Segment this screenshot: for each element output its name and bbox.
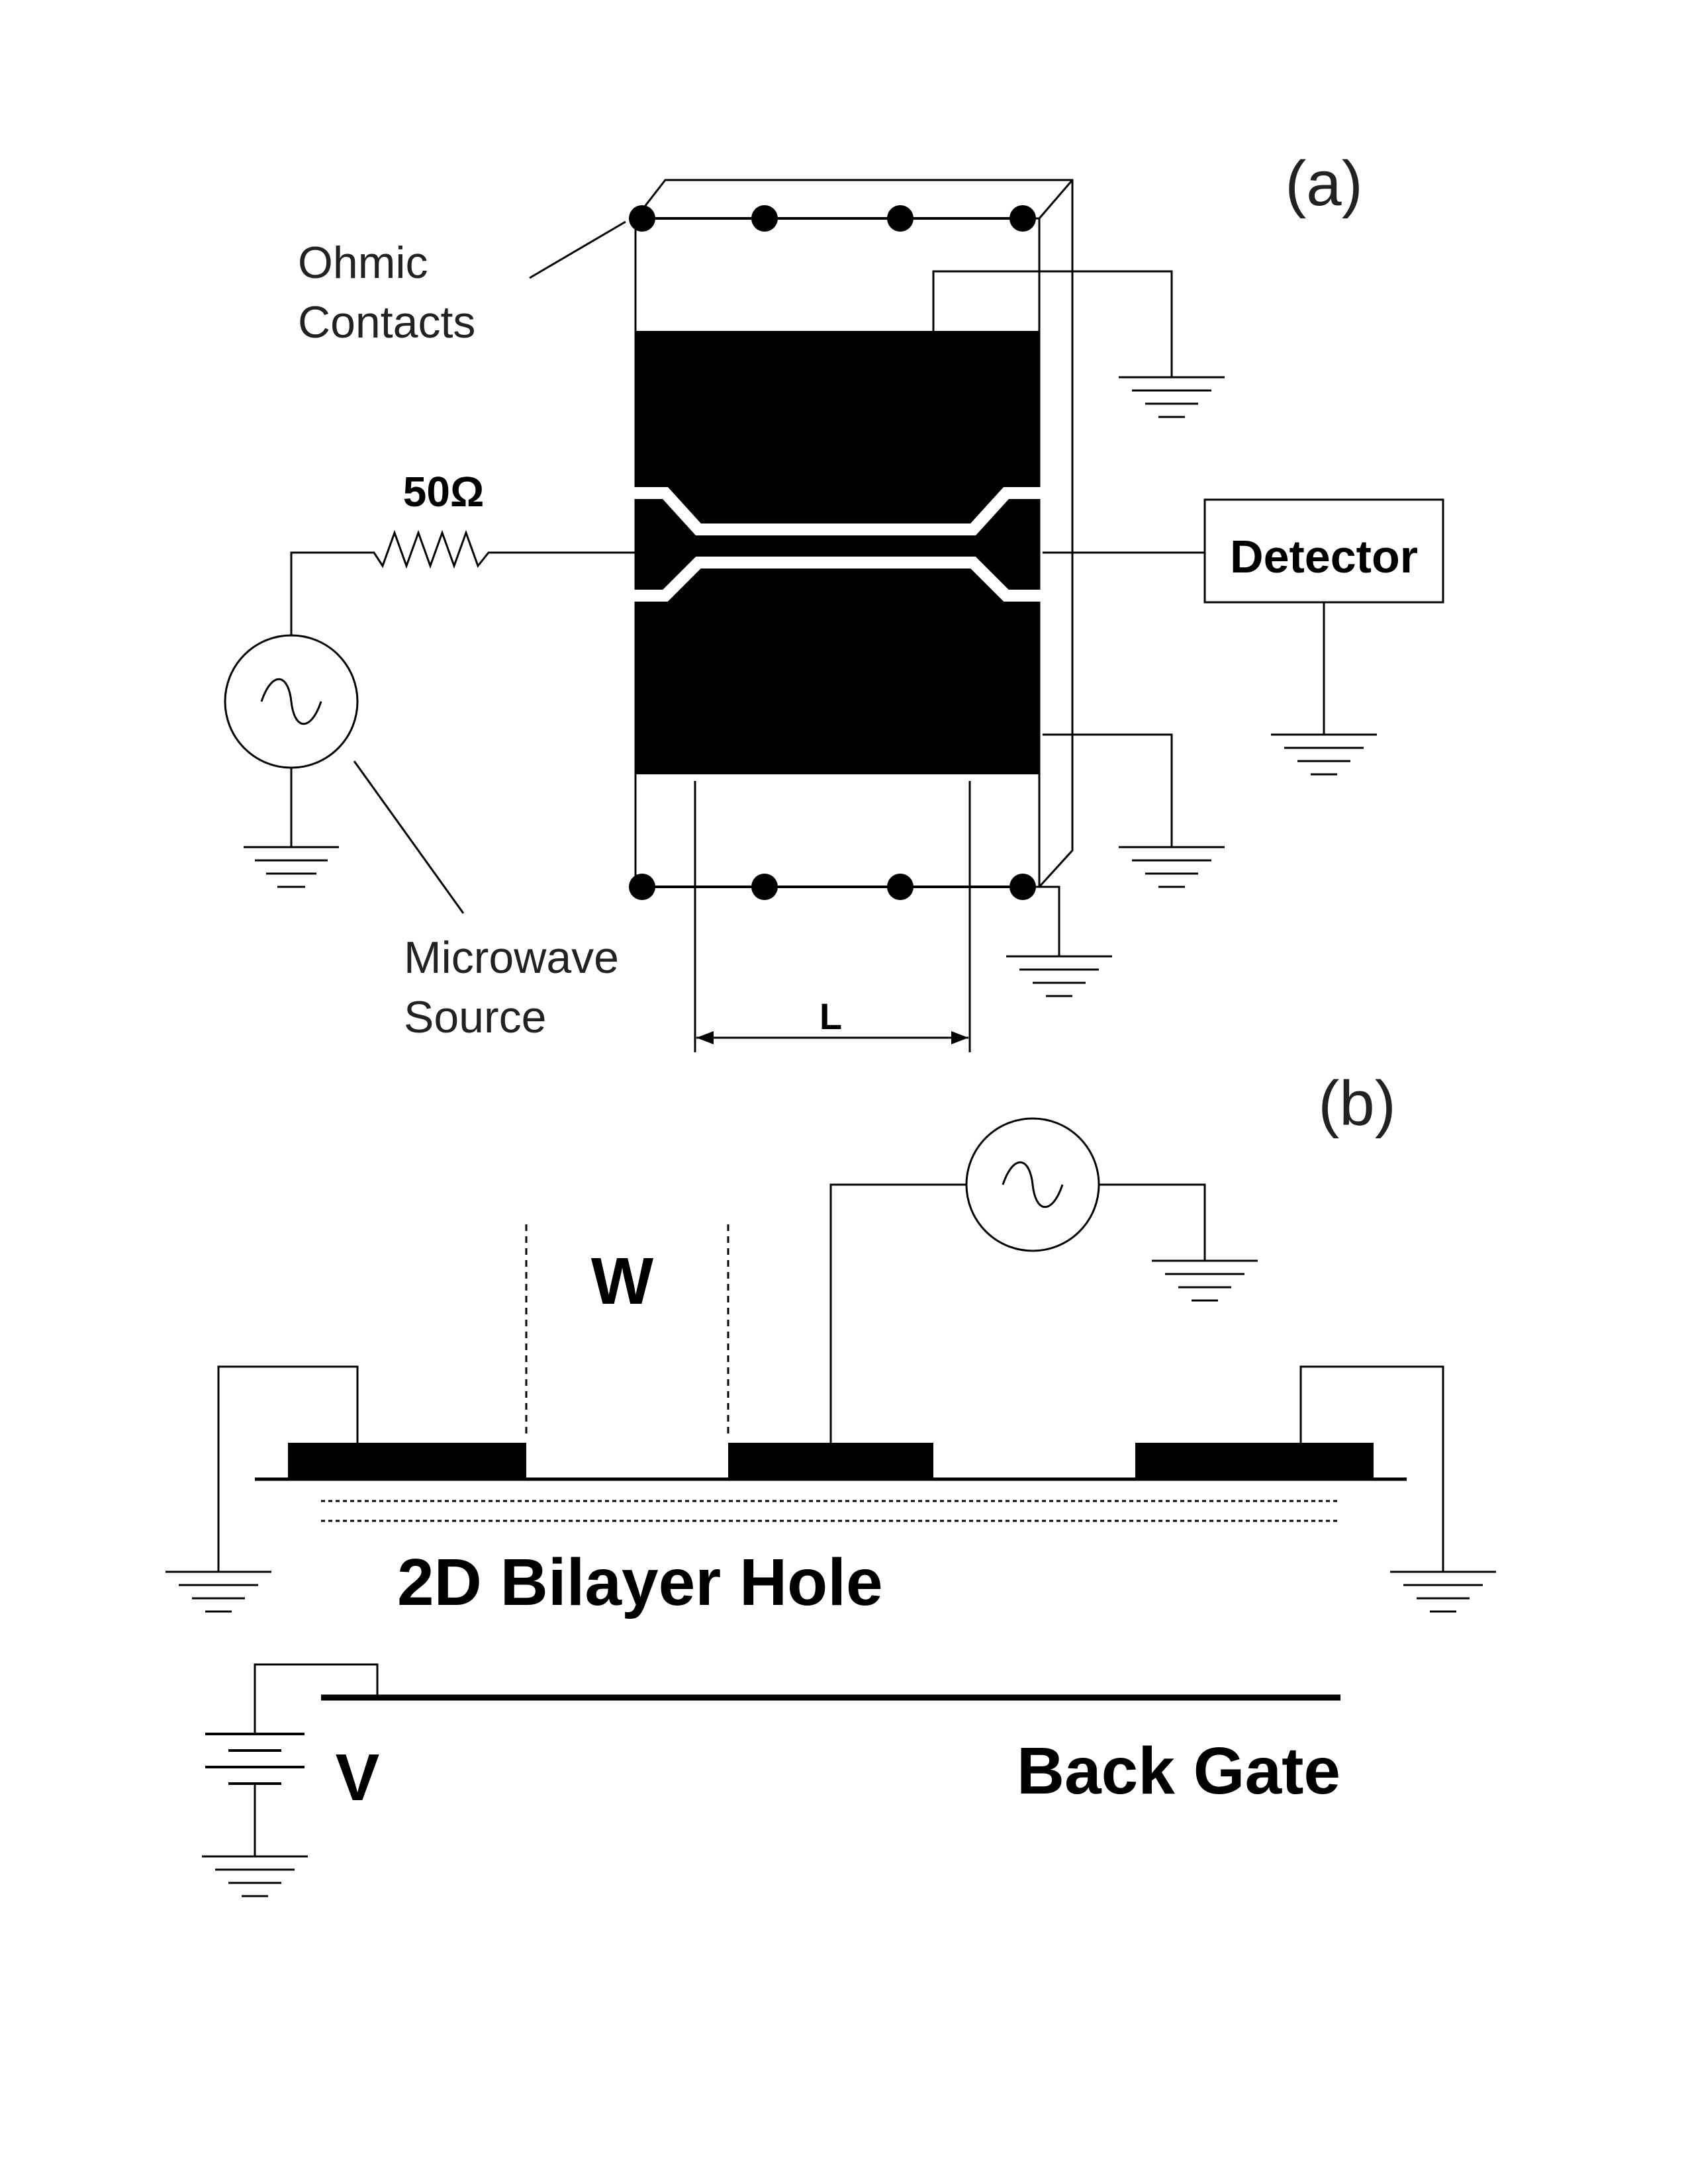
ac-sine-icon — [260, 678, 322, 725]
source-callout-line — [353, 760, 465, 914]
length-label: L — [820, 995, 842, 1037]
gate-metallization — [632, 331, 1043, 774]
top-gate-ground — [932, 270, 1225, 418]
microwave-source-label-1: Microwave — [404, 933, 619, 983]
cpw-gap-upper — [632, 487, 1043, 535]
battery-icon — [205, 1733, 305, 1785]
cpw-ground-left — [288, 1443, 526, 1479]
ohmic-contact-dot — [629, 205, 655, 232]
ac-sine-icon — [1002, 1161, 1064, 1208]
ohmic-contact-dot — [887, 205, 914, 232]
ohmic-contacts-top — [629, 205, 1036, 232]
cpw-gap-lower — [632, 557, 1043, 602]
microwave-source-label-2: Source — [404, 992, 546, 1042]
panel-b: (b) W — [165, 1068, 1496, 1897]
ground-icon — [244, 846, 339, 888]
ohmic-callout-line — [529, 220, 626, 279]
cpw-center-conductor — [728, 1443, 933, 1479]
metal-gate-block — [635, 331, 1039, 774]
back-gate-label: Back Gate — [1017, 1734, 1340, 1808]
width-label: W — [591, 1244, 654, 1318]
contact-ground — [1006, 886, 1112, 997]
length-dimension: L — [694, 781, 971, 1052]
resistor-label: 50Ω — [403, 468, 485, 516]
bilayer-label: 2D Bilayer Hole — [397, 1545, 883, 1619]
right-ground-lead — [1299, 1365, 1496, 1613]
sample-top-right-edge — [1038, 179, 1074, 219]
ground-icon — [202, 1855, 308, 1897]
detector-block: Detector — [1043, 498, 1444, 776]
ohmic-contacts-bottom — [629, 874, 1036, 900]
ohmic-contacts-label-2: Contacts — [298, 297, 475, 347]
ohmic-contact-dot — [751, 205, 778, 232]
ground-icon — [1271, 733, 1377, 776]
voltage-label: V — [336, 1741, 380, 1815]
source-circuit: 50Ω Microwave Source — [224, 468, 635, 1042]
cpw-source — [829, 1117, 1258, 1443]
ohmic-contact-dot — [751, 874, 778, 900]
panel-b-label: (b) — [1318, 1068, 1395, 1139]
panel-a-label: (a) — [1285, 148, 1362, 219]
panel-a: (a) Oh — [224, 148, 1444, 1052]
ohmic-contact-dot — [1009, 205, 1036, 232]
ohmic-contacts-label-1: Ohmic — [298, 238, 428, 288]
ohmic-contact-dot — [887, 874, 914, 900]
cpw-ground-right — [1135, 1443, 1374, 1479]
back-gate-circuit: V Back Gate — [202, 1663, 1340, 1897]
left-ground-lead — [165, 1365, 359, 1613]
detector-label: Detector — [1230, 531, 1418, 582]
ohmic-contact-dot — [629, 874, 655, 900]
ground-icon — [1152, 1259, 1258, 1302]
resistor-50ohm — [290, 529, 635, 635]
bottom-gate-ground — [1043, 733, 1225, 888]
